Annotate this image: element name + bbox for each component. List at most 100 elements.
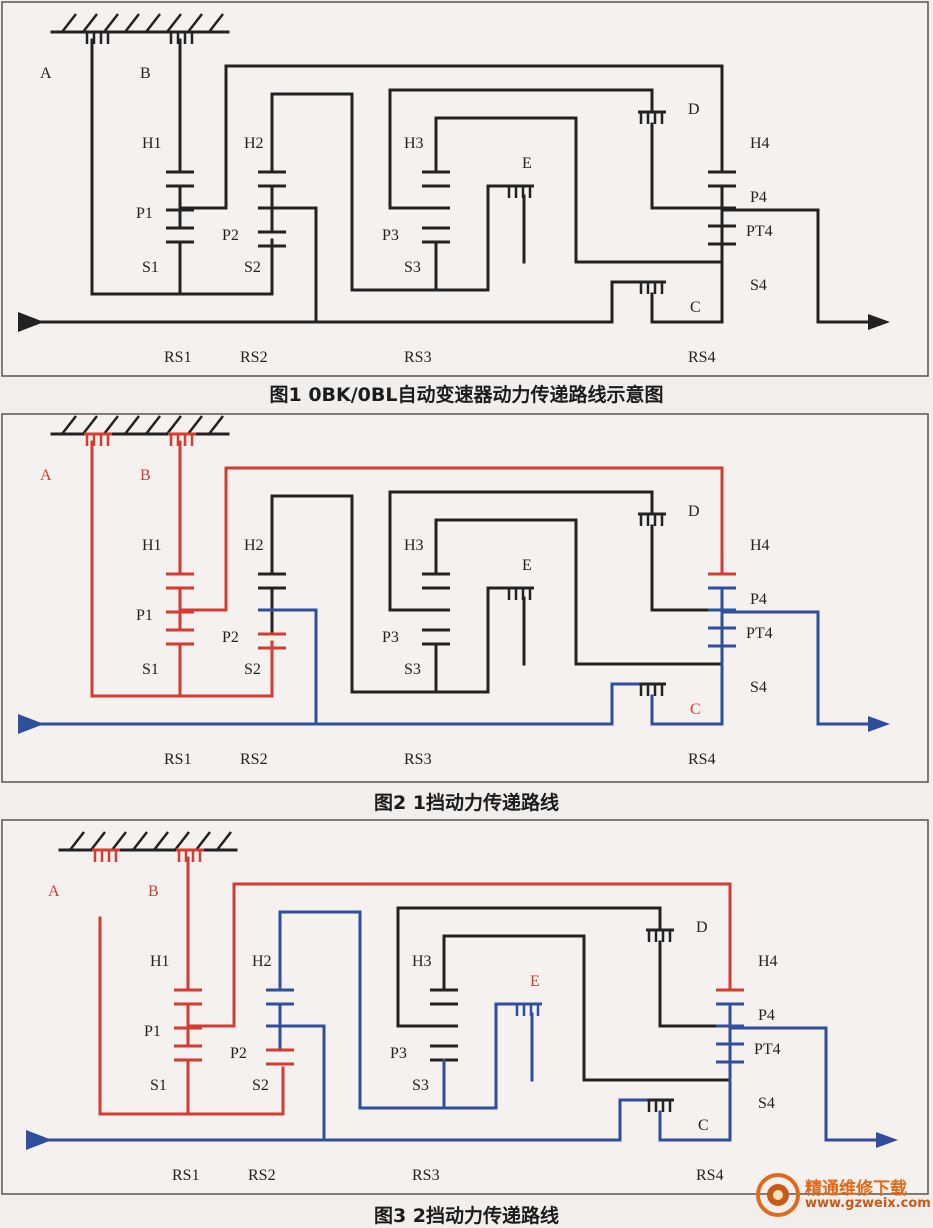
label-B: B bbox=[148, 883, 159, 900]
label-S4: S4 bbox=[758, 1095, 775, 1112]
path-P1-H4 bbox=[178, 466, 724, 612]
housing-hatch bbox=[103, 13, 119, 33]
path-S4-C bbox=[650, 670, 724, 726]
housing-hatch bbox=[124, 415, 140, 435]
label-H1: H1 bbox=[150, 953, 170, 970]
label-D: D bbox=[696, 919, 708, 936]
path-H3-S4 bbox=[442, 934, 732, 1082]
label-P4: P4 bbox=[750, 189, 767, 206]
label-RS4: RS4 bbox=[688, 349, 716, 366]
label-H4: H4 bbox=[750, 537, 770, 554]
panel-frame bbox=[1, 1, 929, 377]
housing-hatch bbox=[82, 415, 98, 435]
label-A: A bbox=[40, 65, 52, 82]
label-P1: P1 bbox=[136, 205, 153, 222]
label-C: C bbox=[698, 1117, 709, 1134]
label-H4: H4 bbox=[750, 135, 770, 152]
path-S3-E bbox=[442, 1002, 516, 1110]
path-D-P4 bbox=[650, 122, 724, 210]
path-D-P4 bbox=[650, 524, 724, 612]
label-S1: S1 bbox=[142, 661, 159, 678]
input-arrow-icon bbox=[18, 714, 44, 734]
figure-1-caption: 图1 0BK/0BL自动变速器动力传递路线示意图 bbox=[269, 384, 664, 406]
label-RS3: RS3 bbox=[404, 751, 432, 768]
panel-frame bbox=[1, 413, 929, 783]
path-P3-D bbox=[388, 490, 654, 612]
label-P1: P1 bbox=[144, 1023, 161, 1040]
path-P3-D bbox=[396, 906, 662, 1028]
label-E: E bbox=[522, 155, 532, 172]
path-S3-E bbox=[434, 184, 508, 292]
label-C: C bbox=[690, 299, 701, 316]
label-H1: H1 bbox=[142, 537, 162, 554]
path-C-shaft bbox=[610, 682, 640, 726]
path-S4-C bbox=[658, 1086, 732, 1142]
housing-hatch bbox=[145, 13, 161, 33]
housing-hatch bbox=[153, 831, 169, 851]
path-output bbox=[720, 208, 872, 324]
housing-hatch bbox=[111, 831, 127, 851]
housing-hatch bbox=[166, 415, 182, 435]
input-arrow-icon bbox=[26, 1130, 52, 1150]
housing-hatch bbox=[174, 831, 190, 851]
label-E: E bbox=[530, 973, 540, 990]
output-arrow-icon bbox=[876, 1132, 898, 1148]
label-A: A bbox=[48, 883, 60, 900]
housing-hatch bbox=[216, 831, 232, 851]
housing-hatch bbox=[82, 13, 98, 33]
label-S2: S2 bbox=[244, 661, 261, 678]
housing-hatch bbox=[69, 831, 85, 851]
label-H1: H1 bbox=[142, 135, 162, 152]
watermark-url: www.gzweix.com bbox=[805, 1196, 931, 1211]
label-P4: P4 bbox=[750, 591, 767, 608]
path-S4-C bbox=[650, 268, 724, 324]
label-S3: S3 bbox=[404, 661, 421, 678]
label-RS1: RS1 bbox=[164, 349, 192, 366]
label-RS2: RS2 bbox=[240, 751, 268, 768]
label-P3: P3 bbox=[390, 1045, 407, 1062]
label-S4: S4 bbox=[750, 277, 767, 294]
housing-hatch bbox=[61, 415, 77, 435]
path-P2-shaft bbox=[270, 608, 318, 724]
label-RS3: RS3 bbox=[404, 349, 432, 366]
label-S1: S1 bbox=[142, 259, 159, 276]
path-H3-S4 bbox=[434, 518, 724, 666]
label-H2: H2 bbox=[244, 537, 264, 554]
label-RS3: RS3 bbox=[412, 1167, 440, 1184]
housing-hatch bbox=[103, 415, 119, 435]
path-A bbox=[90, 440, 274, 698]
label-PT4: PT4 bbox=[746, 625, 773, 642]
watermark-logo: 精通维修下载 www.gzweix.com bbox=[755, 1172, 931, 1220]
path-H2-S3 bbox=[270, 494, 438, 694]
watermark-emblem-icon bbox=[756, 1173, 800, 1217]
housing-hatch bbox=[145, 415, 161, 435]
path-P1-H4 bbox=[186, 882, 732, 1028]
label-C: C bbox=[690, 701, 701, 718]
label-P2: P2 bbox=[222, 227, 239, 244]
label-S1: S1 bbox=[150, 1077, 167, 1094]
label-S2: S2 bbox=[252, 1077, 269, 1094]
label-H3: H3 bbox=[412, 953, 432, 970]
label-RS2: RS2 bbox=[240, 349, 268, 366]
path-C-shaft bbox=[610, 280, 640, 324]
path-H3-S4 bbox=[434, 116, 724, 264]
label-H4: H4 bbox=[758, 953, 778, 970]
path-output bbox=[720, 610, 872, 726]
label-RS2: RS2 bbox=[248, 1167, 276, 1184]
label-PT4: PT4 bbox=[746, 223, 773, 240]
path-P2-shaft bbox=[270, 206, 318, 322]
label-A: A bbox=[40, 467, 52, 484]
label-H3: H3 bbox=[404, 537, 424, 554]
path-D-P4 bbox=[658, 940, 732, 1028]
housing-hatch bbox=[195, 831, 211, 851]
label-P1: P1 bbox=[136, 607, 153, 624]
label-B: B bbox=[140, 467, 151, 484]
label-H2: H2 bbox=[244, 135, 264, 152]
housing-hatch bbox=[166, 13, 182, 33]
label-H2: H2 bbox=[252, 953, 272, 970]
housing-hatch bbox=[61, 13, 77, 33]
figure-2-caption: 图2 1挡动力传递路线 bbox=[373, 792, 560, 814]
path-C-shaft bbox=[618, 1098, 648, 1142]
